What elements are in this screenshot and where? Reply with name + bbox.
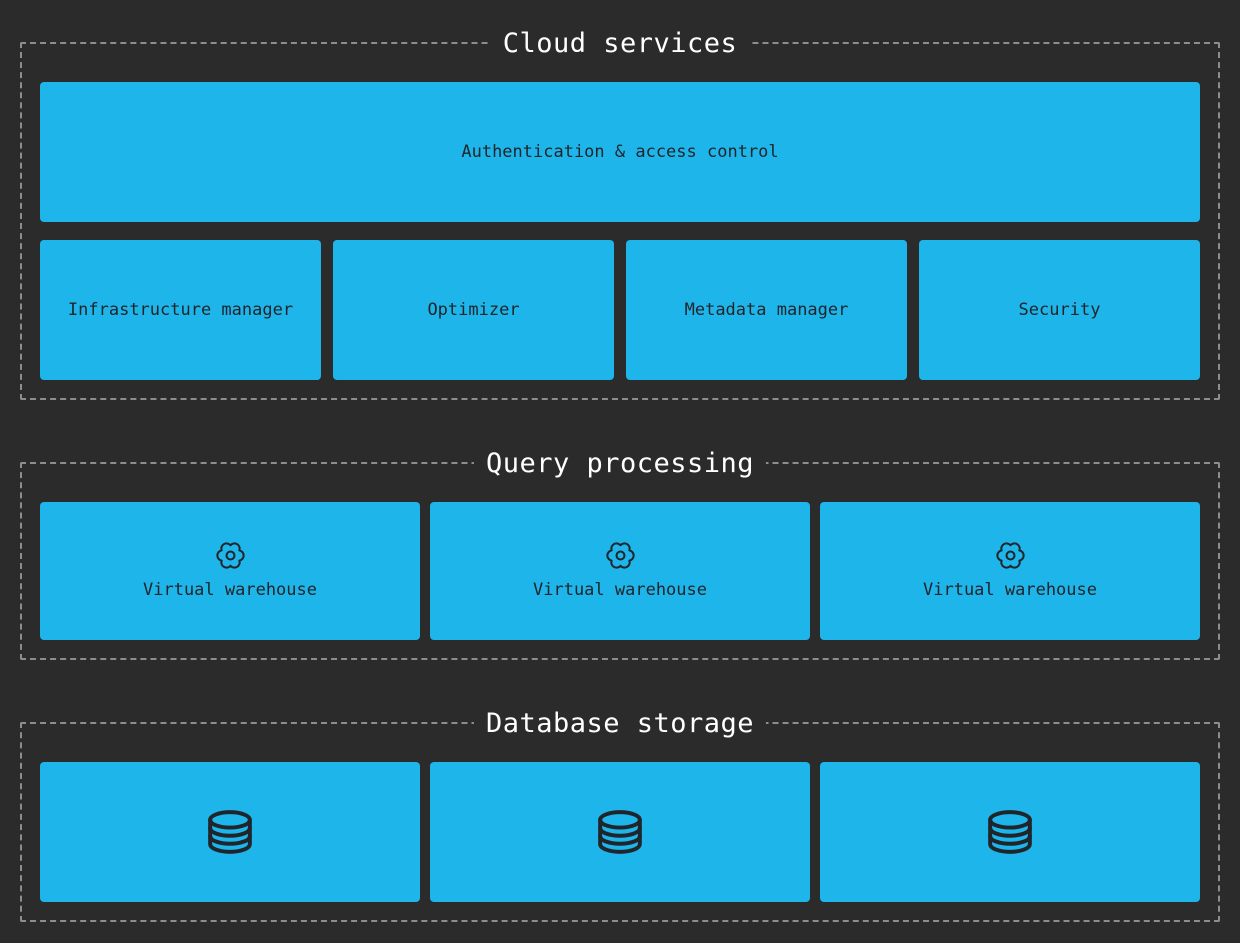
metadata-manager-box: Metadata manager [626, 240, 907, 380]
auth-access-control-label: Authentication & access control [461, 142, 779, 162]
database-box [40, 762, 420, 902]
section-title-cloud-services: Cloud services [490, 25, 750, 63]
database-icon [982, 804, 1038, 860]
section-query-processing: Query processing Virtual warehouse [20, 445, 1220, 660]
optimizer-box: Optimizer [333, 240, 614, 380]
section-cloud-services: Cloud services Authentication & access c… [20, 25, 1220, 400]
optimizer-label: Optimizer [427, 299, 520, 320]
database-box [430, 762, 810, 902]
security-box: Security [919, 240, 1200, 380]
database-storage-row [40, 762, 1200, 902]
infrastructure-manager-box: Infrastructure manager [40, 240, 321, 380]
virtual-warehouse-label: Virtual warehouse [533, 580, 707, 601]
virtual-warehouse-box: Virtual warehouse [430, 502, 810, 640]
metadata-manager-label: Metadata manager [684, 299, 849, 320]
virtual-warehouse-box: Virtual warehouse [820, 502, 1200, 640]
cloud-services-row: Infrastructure manager Optimizer Metadat… [40, 240, 1200, 380]
gear-icon [995, 541, 1025, 570]
section-title-database-storage: Database storage [473, 705, 767, 743]
virtual-warehouse-label: Virtual warehouse [143, 580, 317, 601]
auth-access-control-box: Authentication & access control [40, 82, 1200, 222]
gear-icon [605, 541, 635, 570]
database-icon [592, 804, 648, 860]
query-processing-row: Virtual warehouse Virtual warehouse [40, 502, 1200, 640]
virtual-warehouse-label: Virtual warehouse [923, 580, 1097, 601]
virtual-warehouse-box: Virtual warehouse [40, 502, 420, 640]
section-database-storage: Database storage [20, 705, 1220, 922]
security-label: Security [1018, 299, 1101, 320]
database-box [820, 762, 1200, 902]
section-title-query-processing: Query processing [473, 445, 767, 483]
gear-icon [215, 541, 245, 570]
database-icon [202, 804, 258, 860]
infrastructure-manager-label: Infrastructure manager [67, 299, 294, 320]
